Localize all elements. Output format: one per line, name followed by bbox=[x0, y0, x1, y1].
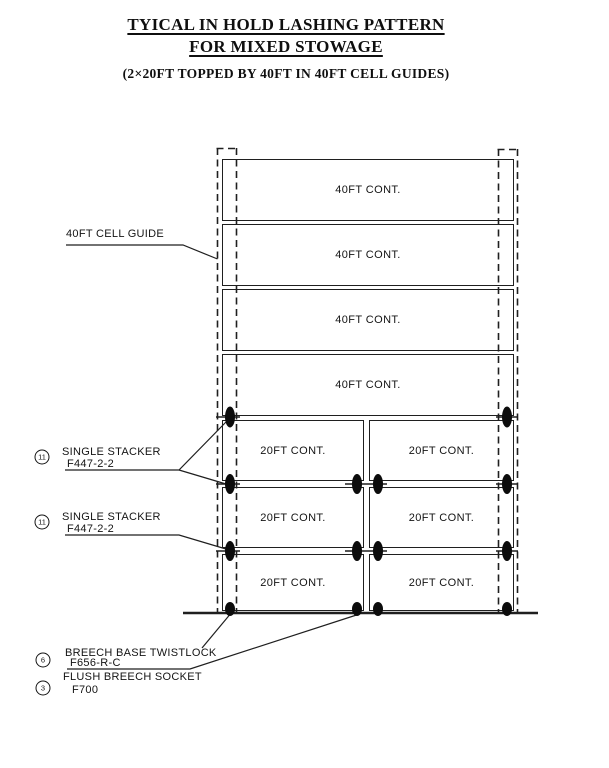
socket-leader-line bbox=[67, 614, 357, 670]
cell-guide-leader-line bbox=[66, 244, 218, 260]
breech-base-fitting bbox=[351, 602, 362, 616]
breech-base-fitting bbox=[224, 602, 235, 616]
stacker-upper-leader-line-b bbox=[178, 469, 227, 485]
single-stacker-fitting bbox=[224, 541, 235, 561]
container-20ft-right-3: 20FT CONT. bbox=[369, 554, 514, 611]
page-title-line1: TYICAL IN HOLD LASHING PATTERN bbox=[127, 15, 445, 34]
single-stacker-fitting bbox=[351, 474, 362, 494]
container-20ft-left-1: 20FT CONT. bbox=[222, 420, 364, 481]
container-label: 20FT CONT. bbox=[260, 576, 326, 589]
single-stacker-fitting bbox=[224, 406, 235, 428]
single-stacker-fitting bbox=[372, 541, 383, 561]
cell-guide-label: 40FT CELL GUIDE bbox=[66, 228, 165, 240]
single-stacker-fitting bbox=[501, 474, 512, 494]
page-subtitle: (2×20FT TOPPED BY 40FT IN 40FT CELL GUID… bbox=[122, 66, 450, 81]
container-20ft-right-1: 20FT CONT. bbox=[369, 420, 514, 481]
twistlock-part-number: F656-R-C bbox=[70, 657, 121, 669]
socket-label: FLUSH BREECH SOCKET bbox=[63, 671, 202, 683]
container-label: 40FT CONT. bbox=[335, 314, 401, 326]
single-stacker-fitting bbox=[351, 541, 362, 561]
single-stacker-fitting bbox=[372, 474, 383, 494]
item-number-badge: 11 bbox=[34, 514, 50, 530]
breech-base-fitting bbox=[372, 602, 383, 616]
stacker-lower-leader-line bbox=[65, 534, 227, 550]
socket-part-number: F700 bbox=[72, 684, 99, 696]
container-label: 20FT CONT. bbox=[408, 576, 475, 589]
twistlock-label: BREECH BASE TWISTLOCK bbox=[65, 647, 217, 659]
item-number-badge: 11 bbox=[34, 449, 50, 465]
container-20ft-left-2: 20FT CONT. bbox=[222, 487, 364, 548]
container-label: 20FT CONT. bbox=[260, 444, 326, 457]
container-40ft-2: 40FT CONT. bbox=[222, 224, 514, 286]
container-label: 20FT CONT. bbox=[408, 444, 475, 457]
twistlock-leader-line bbox=[201, 614, 230, 649]
single-stacker-fitting bbox=[501, 541, 512, 561]
breech-base-fitting bbox=[501, 602, 512, 616]
container-label: 20FT CONT. bbox=[260, 511, 326, 524]
container-label: 20FT CONT. bbox=[408, 511, 475, 524]
single-stacker-fitting bbox=[224, 474, 235, 494]
stacker-lower-label: SINGLE STACKER bbox=[62, 511, 161, 523]
container-label: 40FT CONT. bbox=[335, 249, 401, 261]
page-title-line2: FOR MIXED STOWAGE bbox=[189, 37, 383, 56]
stacker-upper-part-number: F447-2-2 bbox=[67, 458, 115, 470]
item-number-badge: 6 bbox=[35, 652, 51, 668]
single-stacker-fitting bbox=[501, 406, 512, 428]
container-40ft-4: 40FT CONT. bbox=[222, 354, 514, 416]
container-20ft-right-2: 20FT CONT. bbox=[369, 487, 514, 548]
item-number-badge: 3 bbox=[35, 680, 51, 696]
container-40ft-1: 40FT CONT. bbox=[222, 159, 514, 221]
container-40ft-3: 40FT CONT. bbox=[222, 289, 514, 351]
stacker-upper-label: SINGLE STACKER bbox=[62, 446, 161, 458]
container-label: 40FT CONT. bbox=[335, 184, 401, 196]
container-label: 40FT CONT. bbox=[335, 379, 401, 391]
container-20ft-left-3: 20FT CONT. bbox=[222, 554, 364, 611]
stacker-lower-part-number: F447-2-2 bbox=[67, 523, 115, 535]
